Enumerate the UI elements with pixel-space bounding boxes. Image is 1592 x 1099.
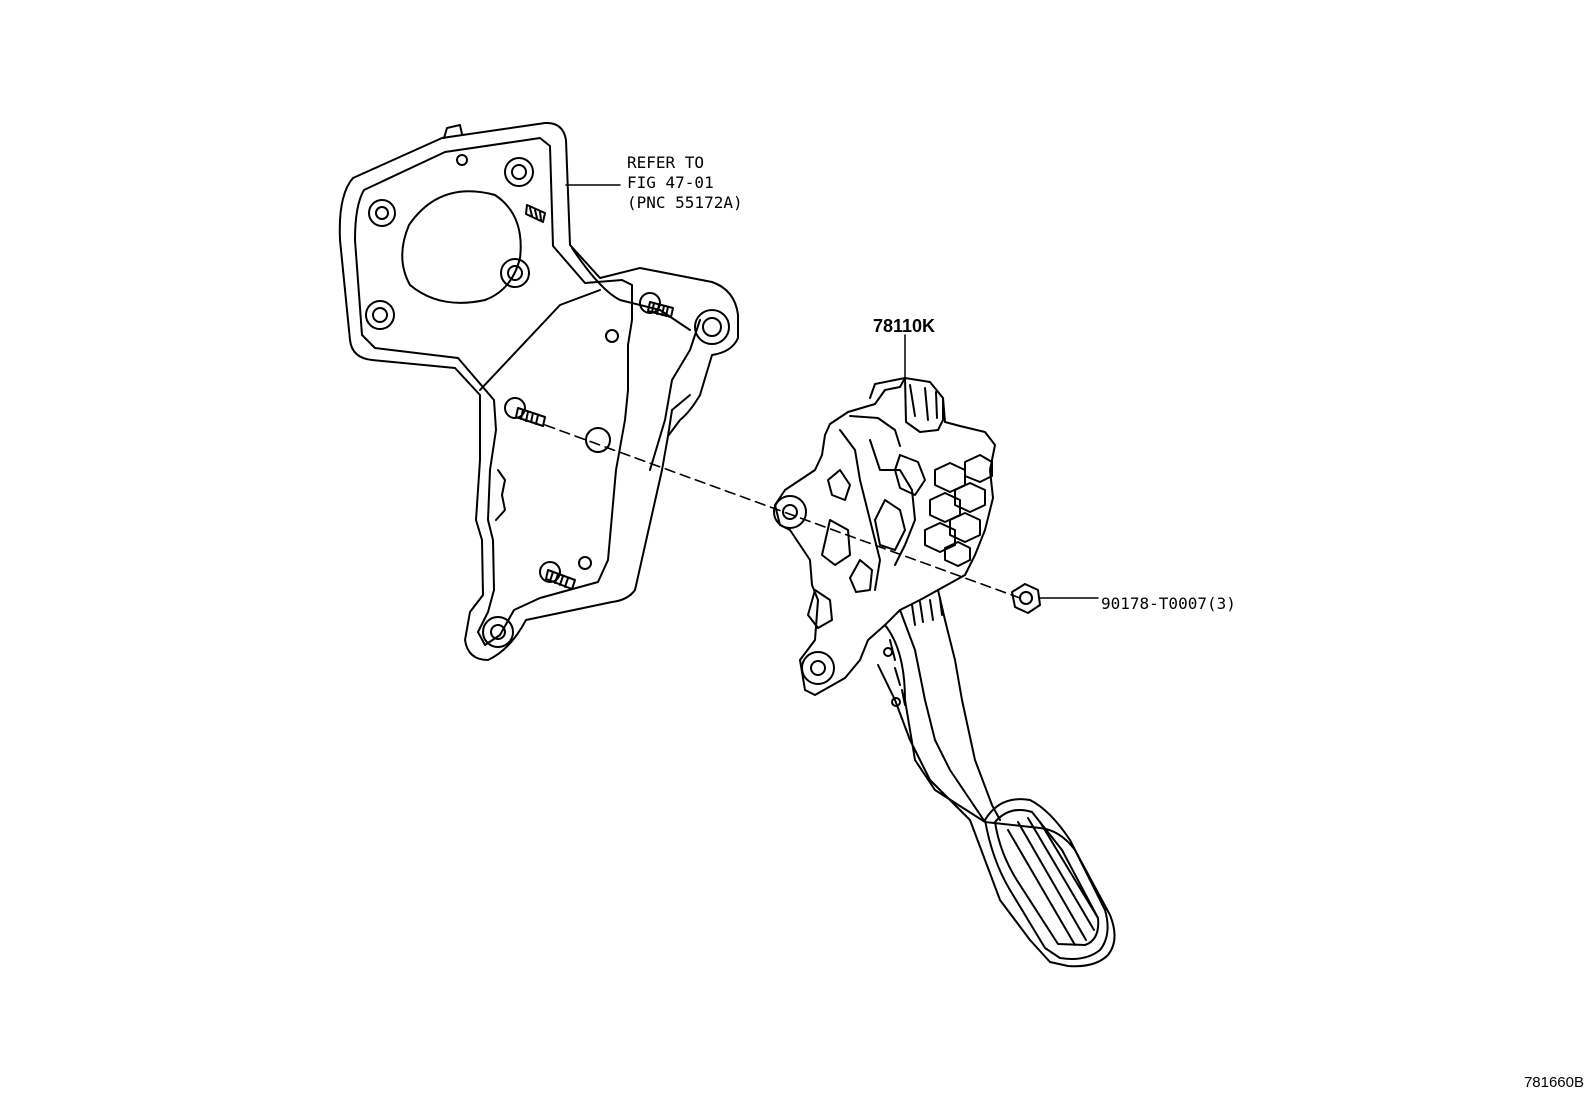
stud-bolt-right <box>647 301 674 318</box>
reference-line-2: FIG 47-01 <box>627 173 714 192</box>
alignment-dashed-line <box>544 424 1021 599</box>
reference-line-3: (PNC 55172A) <box>627 193 743 212</box>
nut-part-number-label: 90178-T0007(3) <box>1101 594 1236 613</box>
reference-callout: REFER TO FIG 47-01 (PNC 55172A) <box>627 153 743 213</box>
stud-bolt-lower <box>545 569 576 590</box>
reference-line-1: REFER TO <box>627 153 705 172</box>
mounting-bracket <box>338 121 739 661</box>
pedal-pad <box>984 798 1109 960</box>
stud-bolt-middle <box>515 407 546 427</box>
flange-nut <box>1011 583 1099 614</box>
pedal-part-number-label: 78110K <box>873 316 936 336</box>
stud-bolt-upper <box>525 204 546 223</box>
accelerator-pedal-assembly <box>773 334 1116 968</box>
figure-id-label: 781660B <box>1523 1074 1584 1091</box>
